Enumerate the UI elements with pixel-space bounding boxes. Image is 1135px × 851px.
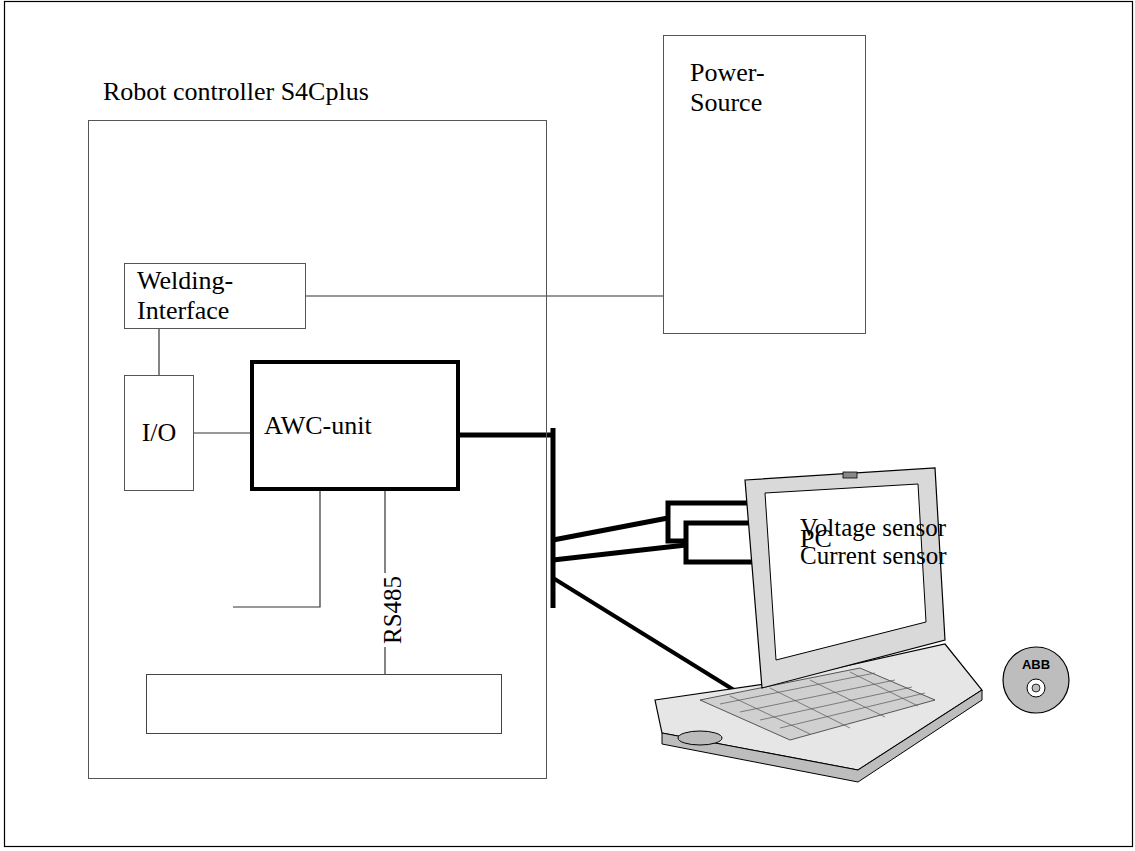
welding-interface-box: Welding- Interface (124, 263, 306, 329)
io-box: I/O (124, 375, 194, 491)
power-source-box: Power- Source (663, 35, 866, 334)
cd-hub (1027, 679, 1045, 697)
wire-connector (306, 295, 663, 296)
laptop-keys (720, 672, 925, 734)
board-box (147, 675, 502, 734)
cd-disc (1003, 647, 1069, 713)
controller-heading: Robot controller S4Cplus (103, 77, 369, 107)
cable (553, 545, 686, 560)
laptop-screen (765, 484, 926, 660)
awc-unit-box: AWC-unit (250, 360, 460, 491)
laptop-lid (745, 468, 945, 688)
cable (553, 518, 668, 540)
cable (459, 433, 553, 438)
wire (233, 490, 320, 607)
box-label: Welding- Interface (137, 266, 257, 326)
wire-connector (194, 432, 250, 433)
box-label: AWC-unit (264, 411, 372, 441)
screen-label: PC (800, 525, 832, 553)
box-label: I/O (142, 418, 177, 448)
page-frame (5, 2, 1133, 847)
wire-connector (158, 329, 159, 375)
laptop-latch (843, 472, 857, 478)
box-label: Power- Source (690, 58, 795, 118)
laptop-touchpad (678, 731, 722, 745)
laptop-keyboard (700, 668, 935, 740)
bus-label: RS485 (379, 573, 407, 647)
cable (553, 578, 742, 695)
cd-hole (1032, 684, 1040, 692)
logo-label: ABB (1022, 657, 1050, 672)
controller-box: Robot controller S4CplusWelding- Interfa… (88, 120, 547, 779)
